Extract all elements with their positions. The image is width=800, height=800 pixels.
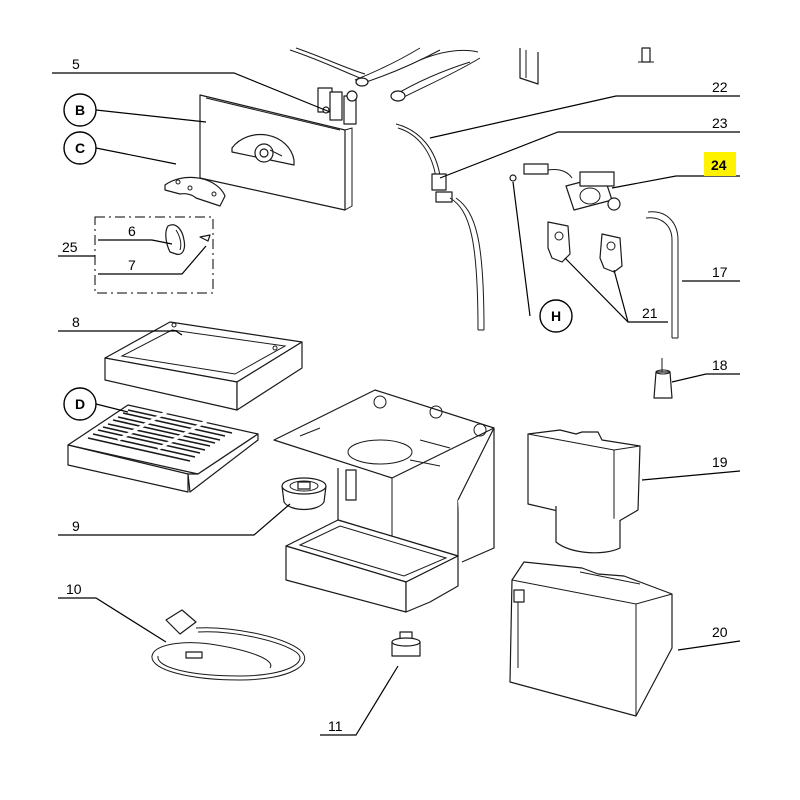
drip-tray-frame-part: [104, 321, 303, 411]
callout-18: 18: [712, 357, 728, 373]
callout-17: 17: [712, 264, 728, 280]
small-pin-part: [509, 174, 531, 317]
float-part: [653, 358, 673, 399]
pump-part: [523, 163, 621, 211]
callout-9: 9: [72, 518, 80, 534]
valve-fitting-part: [391, 631, 421, 657]
control-panel-part: [199, 94, 353, 211]
svg-text:H: H: [551, 308, 561, 324]
leader-lines: [52, 72, 741, 736]
callout-25: 25: [62, 239, 78, 255]
filter-cup-part: [281, 477, 327, 511]
svg-text:D: D: [75, 396, 85, 412]
callout-7: 7: [128, 257, 136, 273]
top-column-part: [519, 47, 654, 85]
callout-8: 8: [72, 314, 80, 330]
water-tank-part: [509, 561, 673, 717]
brackets-part: [547, 221, 623, 273]
svg-text:B: B: [75, 102, 85, 118]
grill-part: [67, 404, 259, 493]
hose-part: [645, 211, 679, 339]
callout-24: 24: [711, 157, 727, 173]
chassis-part: [273, 389, 495, 613]
power-cord-part: [151, 609, 306, 681]
cup-holder-part: [527, 429, 641, 554]
callout-22: 22: [712, 79, 728, 95]
callout-C: C: [63, 131, 97, 165]
wiring-harness-part: [289, 47, 481, 125]
callout-24-highlight: [704, 152, 736, 176]
callout-10: 10: [66, 581, 82, 597]
tubes-part: [395, 123, 485, 331]
callout-20: 20: [712, 624, 728, 640]
callout-23: 23: [712, 115, 728, 131]
callout-D: D: [63, 387, 97, 421]
callout-19: 19: [712, 454, 728, 470]
svg-text:C: C: [75, 140, 85, 156]
callout-5: 5: [72, 56, 80, 72]
knob-group-box: [94, 216, 214, 294]
callout-21: 21: [642, 305, 658, 321]
callout-B: B: [63, 93, 97, 127]
callout-6: 6: [128, 223, 136, 239]
callout-H: H: [539, 299, 573, 333]
callout-11: 11: [328, 718, 343, 734]
dial-bezel-part: [164, 176, 226, 207]
